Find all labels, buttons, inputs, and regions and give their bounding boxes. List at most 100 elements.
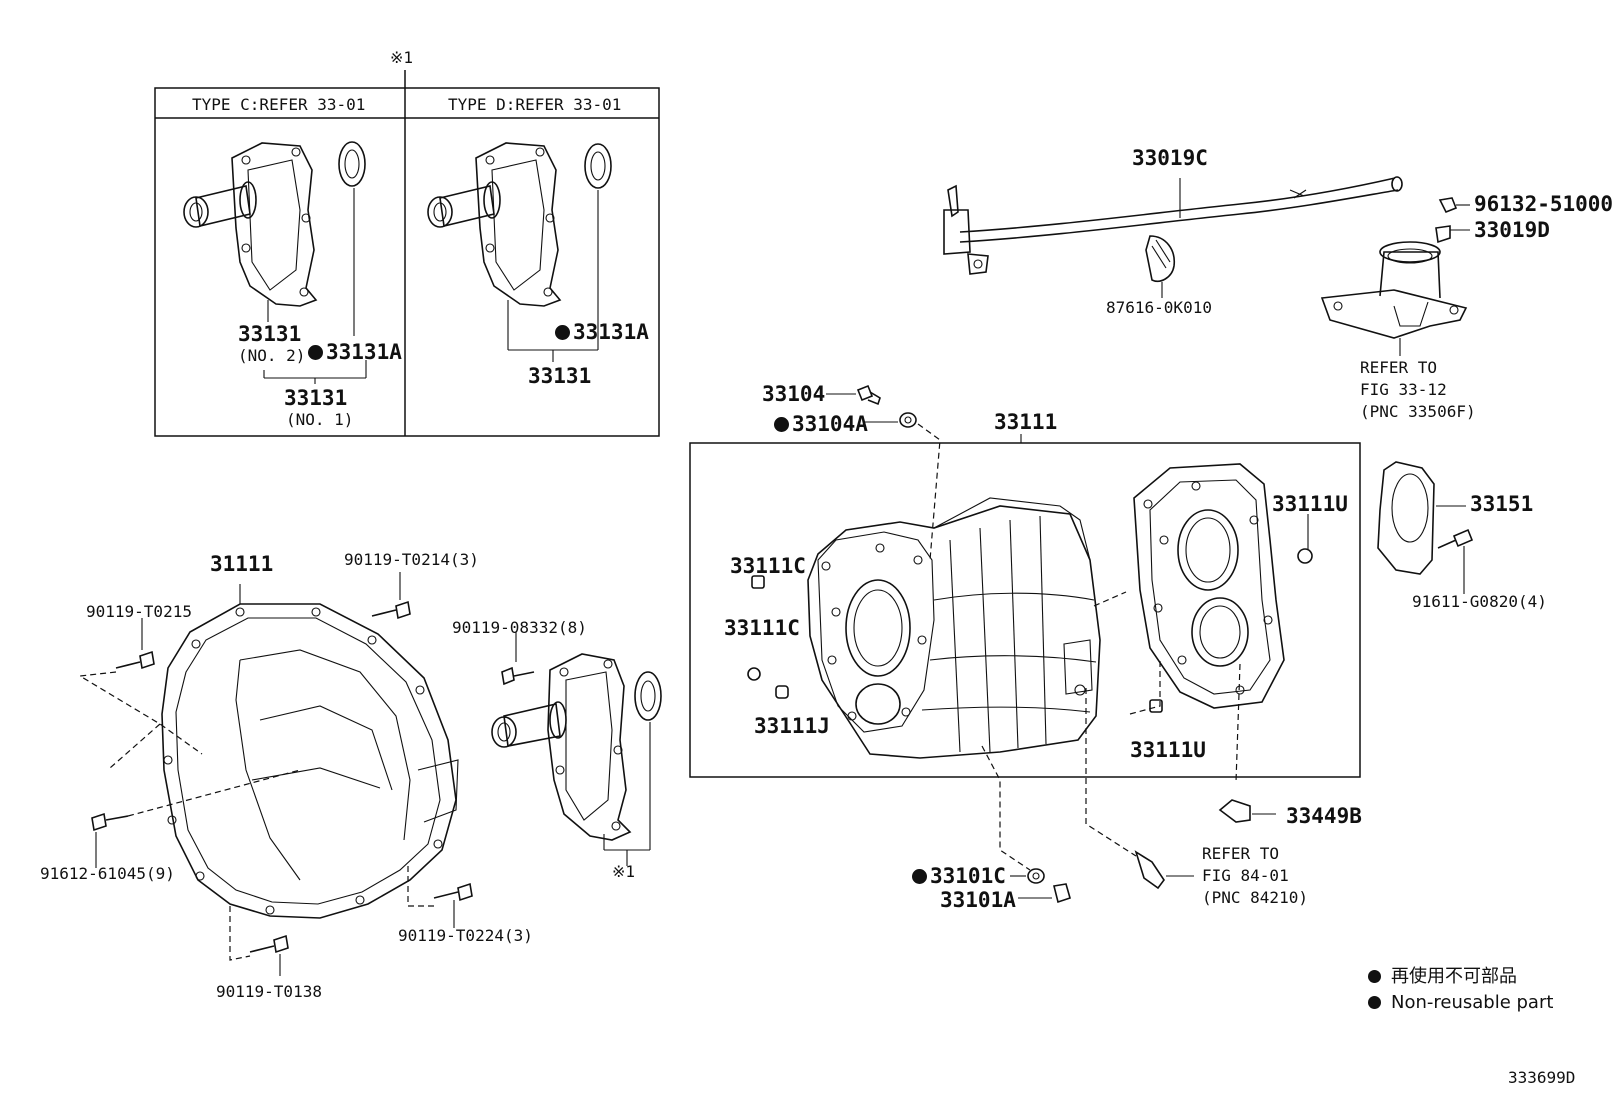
label-refer-84-b: FIG 84-01 <box>1202 866 1289 885</box>
bolt-90119-08332 <box>501 632 535 686</box>
leader-t0215-dash-2 <box>109 723 161 769</box>
gasket-33101c <box>1010 868 1045 884</box>
non-reusable-dot <box>774 417 789 432</box>
non-reusable-dot <box>555 325 570 340</box>
label-33111u-top: 33111U <box>1272 492 1348 516</box>
label-87616: 87616-0K010 <box>1106 298 1212 317</box>
type-c-oil-seal <box>338 141 366 187</box>
legend-dot <box>1368 996 1381 1009</box>
label-no2: (NO. 2) <box>238 346 306 365</box>
dowel-33111c-lower <box>747 667 761 681</box>
label-33131-no1: 33131 <box>284 386 348 410</box>
leader-sensor-dash <box>1085 688 1137 857</box>
ref-mark-top: ※1 <box>390 48 414 67</box>
type-d-extension-housing <box>427 142 562 307</box>
speed-sensor <box>1134 850 1194 890</box>
label-33131-d: 33131 <box>528 364 592 388</box>
label-91611: 91611-G0820(4) <box>1412 592 1547 611</box>
leader-33449b-dash <box>1235 663 1241 783</box>
type-d-leader-lines <box>507 190 599 362</box>
leader-t0224-dash <box>407 866 434 907</box>
bolt-91611 <box>1437 528 1474 594</box>
gasket-33104a <box>864 412 917 428</box>
label-90119-t0138: 90119-T0138 <box>216 982 322 1001</box>
intermediate-plate <box>1133 463 1285 709</box>
label-96132: 96132-51000 <box>1474 192 1613 216</box>
label-91612: 91612-61045(9) <box>40 864 175 883</box>
shift-lever-retainer <box>1320 241 1468 356</box>
plate-dash-1 <box>1093 591 1127 607</box>
label-33019c: 33019C <box>1132 146 1208 170</box>
legend-en: Non-reusable part <box>1368 992 1553 1013</box>
plug-33019d <box>1435 225 1470 244</box>
leader-t0215-dash <box>78 671 203 755</box>
bolt-90119-t0214 <box>371 572 411 620</box>
type-d-oil-seal <box>584 143 612 189</box>
plug-33101a <box>1018 883 1071 904</box>
leader-91612-dash <box>127 769 301 817</box>
non-reusable-dot <box>912 869 927 884</box>
breather-hose <box>943 176 1403 275</box>
label-no1: (NO. 1) <box>286 410 354 429</box>
label-33104a: 33104A <box>774 414 868 435</box>
reference-panel-frame <box>154 70 660 437</box>
label-33131a-d: 33131A <box>555 322 649 343</box>
type-d-header: TYPE D:REFER 33-01 <box>448 95 622 114</box>
leader-33104a <box>917 423 941 561</box>
label-refer-84-a: REFER TO <box>1202 844 1280 863</box>
leader-33101-dash <box>981 745 1031 871</box>
extension-oil-seal <box>634 671 662 721</box>
bolt-91612 <box>91 812 129 868</box>
label-refer-33-12-a: REFER TO <box>1360 358 1438 377</box>
label-90119-08332: 90119-08332(8) <box>452 618 587 637</box>
type-c-leader-lines <box>263 188 367 384</box>
transmission-case <box>807 497 1101 759</box>
drain-plug-33104 <box>826 384 881 406</box>
bolt-90119-t0138 <box>249 934 289 976</box>
non-reusable-dot <box>308 345 323 360</box>
dowel-33111u-top <box>1297 514 1313 564</box>
label-33111c-1: 33111C <box>730 554 806 578</box>
dowel-33111c-upper <box>751 575 765 589</box>
extension-leader-lines <box>603 722 651 866</box>
label-refer-33-12-c: (PNC 33506F) <box>1360 402 1476 421</box>
label-31111: 31111 <box>210 552 274 576</box>
legend-jp: 再使用不可部品 <box>1368 962 1517 988</box>
label-33101c: 33101C <box>912 866 1006 887</box>
cover-33151 <box>1377 461 1466 575</box>
bolt-90119-t0215 <box>115 618 155 670</box>
label-33111c-2: 33111C <box>724 616 800 640</box>
pin-33111j <box>775 685 789 699</box>
label-90119-t0215: 90119-T0215 <box>86 602 192 621</box>
leader-t0138-dash <box>229 906 251 961</box>
type-c-header: TYPE C:REFER 33-01 <box>192 95 366 114</box>
plug-96132 <box>1438 197 1470 214</box>
extension-housing <box>491 653 632 841</box>
label-33111u-bottom: 33111U <box>1130 738 1206 762</box>
transmission-case-frame <box>689 442 1361 778</box>
label-33111j: 33111J <box>754 714 830 738</box>
label-33019d: 33019D <box>1474 218 1550 242</box>
figure-id: 333699D <box>1508 1068 1576 1087</box>
label-33104: 33104 <box>762 382 826 406</box>
type-c-extension-housing <box>183 142 318 307</box>
ref-mark-bottom: ※1 <box>612 862 636 881</box>
label-33131a-c: 33131A <box>308 342 402 363</box>
label-33151: 33151 <box>1470 492 1534 516</box>
label-33449b: 33449B <box>1286 804 1362 828</box>
hose-clip <box>1145 235 1175 298</box>
clamp-33449b <box>1218 799 1276 823</box>
clutch-housing <box>161 584 459 919</box>
dowel-33111u-bottom <box>1149 699 1163 713</box>
bolt-90119-t0224 <box>433 882 473 928</box>
label-33111: 33111 <box>994 410 1058 434</box>
label-33131-c: 33131 <box>238 322 302 346</box>
label-33101a: 33101A <box>940 888 1016 912</box>
label-refer-84-c: (PNC 84210) <box>1202 888 1308 907</box>
plate-dash-2 <box>1129 660 1161 715</box>
legend-dot <box>1368 970 1381 983</box>
label-refer-33-12-b: FIG 33-12 <box>1360 380 1447 399</box>
label-90119-t0214: 90119-T0214(3) <box>344 550 479 569</box>
